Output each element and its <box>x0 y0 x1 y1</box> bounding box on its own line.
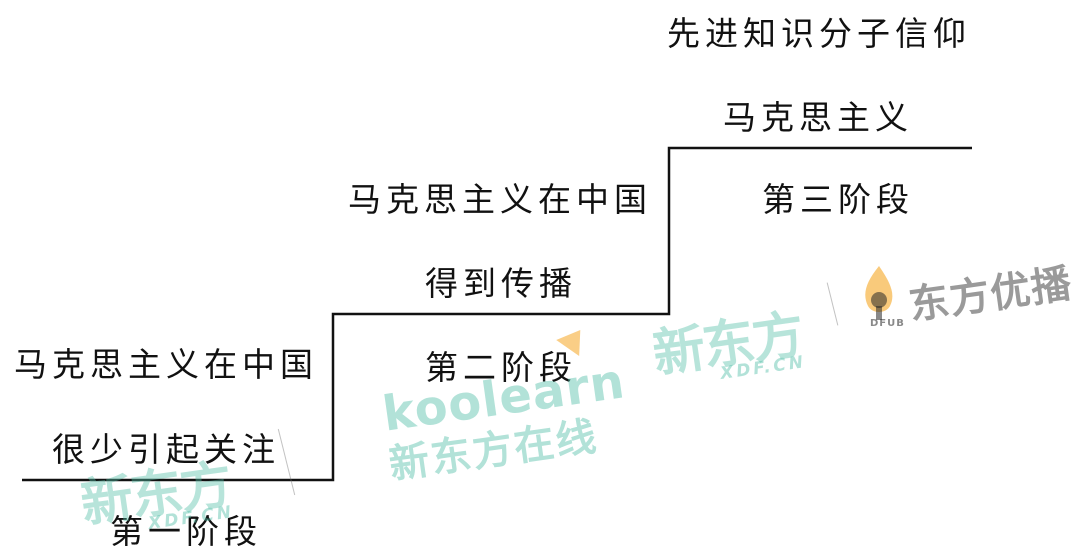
stage2-description-line2: 得到传播 <box>425 264 577 303</box>
stage3-label: 第三阶段 <box>762 180 914 219</box>
stage1-label: 第一阶段 <box>110 512 262 547</box>
stage1-description-line2: 很少引起关注 <box>52 430 280 469</box>
stage3-description-line2: 马克思主义 <box>723 98 913 137</box>
stage2-label: 第二阶段 <box>425 348 577 387</box>
stage3-description-line1: 先进知识分子信仰 <box>667 14 971 53</box>
stage2-description-line1: 马克思主义在中国 <box>348 180 652 219</box>
stage1-description-line1: 马克思主义在中国 <box>14 345 318 384</box>
